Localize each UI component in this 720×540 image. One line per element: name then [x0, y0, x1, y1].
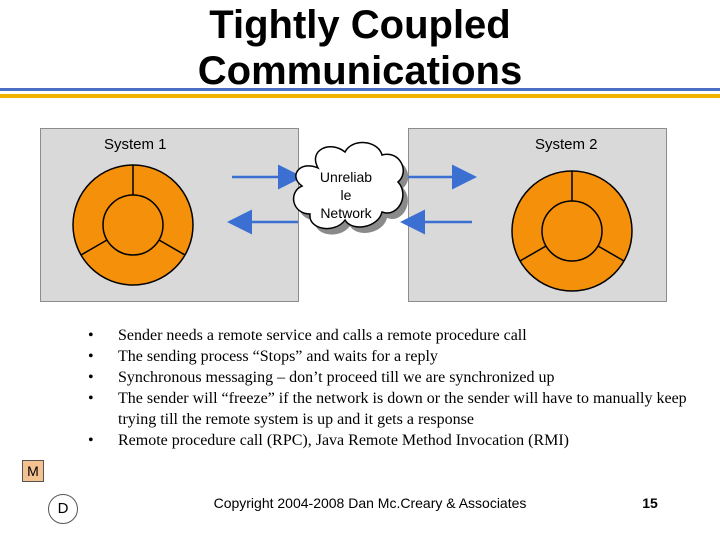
system-1-process-circle: [72, 164, 194, 286]
bullet-dot: •: [88, 327, 94, 344]
title-underline: [0, 88, 720, 100]
bullet-text: The sending process “Stops” and waits fo…: [118, 348, 438, 365]
bullet-text: Synchronous messaging – don’t proceed ti…: [118, 369, 555, 386]
slide-title-line1: Tightly Coupled: [209, 3, 511, 47]
network-label-line1: Unreliab: [320, 169, 372, 185]
bullet-text: Sender needs a remote service and calls …: [118, 327, 527, 344]
system-2-label: System 2: [535, 136, 598, 153]
bullet-text: The sender will “freeze” if the network …: [118, 390, 687, 428]
bullet-dot: •: [88, 369, 94, 386]
system-1-label: System 1: [104, 136, 167, 153]
bullet-list: • Sender needs a remote service and call…: [88, 325, 688, 451]
bullet-item: • The sending process “Stops” and waits …: [88, 346, 688, 367]
title-underline-yellow: [0, 94, 720, 98]
bullet-item: • Remote procedure call (RPC), Java Remo…: [88, 430, 688, 451]
system-2-process-circle: [511, 170, 633, 292]
bullet-text: Remote procedure call (RPC), Java Remote…: [118, 432, 569, 449]
bullet-dot: •: [88, 432, 94, 449]
network-label-line3: Network: [320, 205, 372, 221]
bullet-item: • The sender will “freeze” if the networ…: [88, 388, 688, 430]
bullet-dot: •: [88, 390, 94, 407]
title-underline-blue: [0, 88, 720, 91]
bullet-item: • Sender needs a remote service and call…: [88, 325, 688, 346]
network-cloud: [292, 141, 404, 230]
copyright-footer: Copyright 2004-2008 Dan Mc.Creary & Asso…: [213, 495, 527, 511]
slide-title-line2: Communications: [197, 49, 523, 93]
bullet-item: • Synchronous messaging – don’t proceed …: [88, 367, 688, 388]
d-marker-circle: D: [48, 494, 78, 524]
page-number: 15: [642, 495, 658, 511]
slide-title: Tightly Coupled Communications: [0, 2, 720, 94]
bullet-dot: •: [88, 348, 94, 365]
m-marker-box: M: [22, 460, 44, 482]
network-label-line2: le: [341, 187, 352, 203]
